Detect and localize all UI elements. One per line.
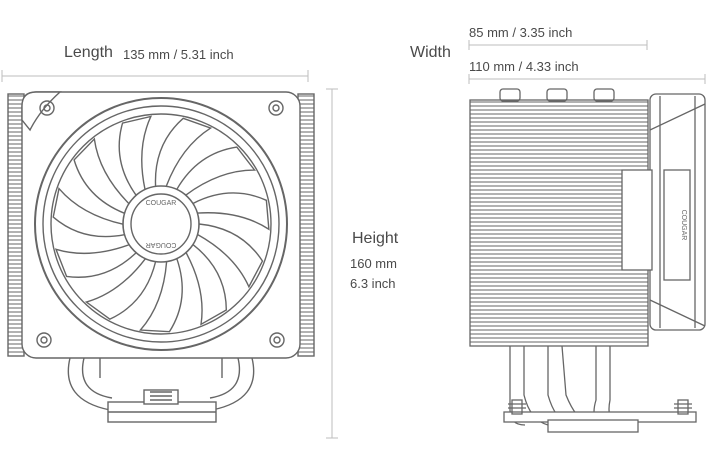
height-label: Height [352, 230, 399, 247]
heatpipe-right-outer [211, 357, 255, 411]
height-value-mm: 160 mm [350, 256, 397, 271]
heatpipe-cap-1 [499, 88, 521, 102]
side-view [469, 88, 706, 433]
length-value: 135 mm / 5.31 inch [123, 47, 234, 62]
corner-mount-bl [36, 332, 52, 348]
width-value-bottom: 110 mm / 4.33 inch [469, 59, 579, 74]
fan-logo-top: COUGAR [146, 200, 177, 207]
corner-mount-tr [268, 100, 284, 116]
heatpipe-cap-3 [593, 88, 615, 102]
fan-blades [52, 115, 270, 333]
fan-hub [122, 185, 200, 263]
side-mount-screw-left [508, 399, 526, 415]
corner-mount-tl [39, 100, 55, 116]
dimension-lines [1, 40, 706, 439]
side-fan-logo: COUGAR [680, 210, 687, 241]
height-value-inch: 6.3 inch [350, 276, 396, 291]
fan-clip [621, 169, 653, 271]
side-fin-stack [470, 101, 648, 343]
width-value-top: 85 mm / 3.35 inch [469, 25, 573, 40]
length-label: Length [64, 44, 113, 61]
heatpipe-cap-2 [546, 88, 568, 102]
corner-mount-br [269, 332, 285, 348]
heatpipe-left-outer [67, 357, 111, 411]
width-label: Width [410, 44, 451, 61]
fan-logo-bottom: COUGAR [146, 241, 177, 248]
fan-ring-outer [34, 97, 288, 351]
side-mount-screw-right [674, 399, 692, 415]
front-view [7, 91, 315, 423]
